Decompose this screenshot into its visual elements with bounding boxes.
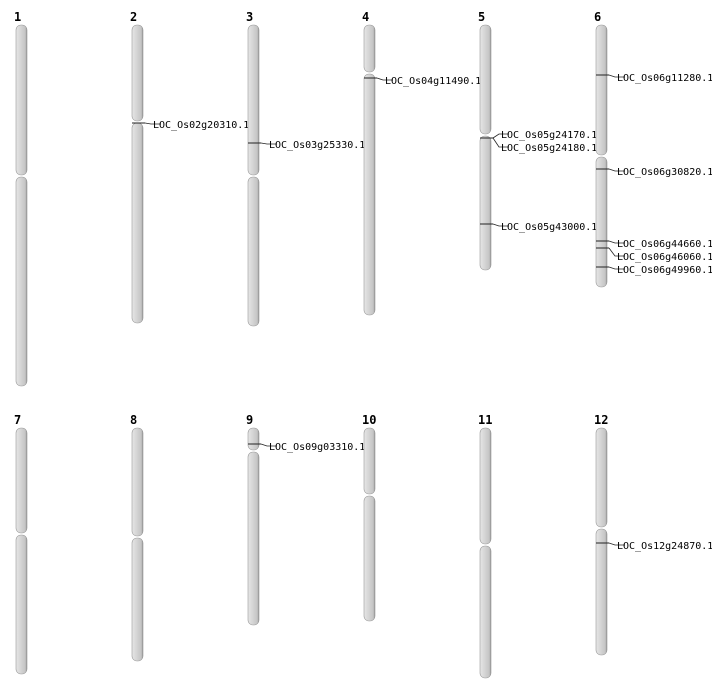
- chromosome-number: 7: [14, 413, 21, 427]
- chromosome-arm-long: [15, 176, 28, 387]
- gene-label: LOC_Os06g30820.1: [617, 167, 712, 178]
- chromosome-arm-short: [363, 427, 376, 495]
- gene-label: LOC_Os12g24870.1: [617, 541, 712, 552]
- chromosome-arm-short: [247, 427, 260, 451]
- chromosome-6: 6LOC_Os06g11280.1LOC_Os06g30820.1LOC_Os0…: [594, 10, 712, 288]
- chromosome-arm-long: [247, 176, 260, 327]
- gene-connector: [608, 542, 625, 546]
- chromosome-number: 3: [246, 10, 253, 24]
- gene-connector: [608, 247, 625, 257]
- chromosome-number: 8: [130, 413, 137, 427]
- chromosome-arm-short: [479, 427, 492, 545]
- chromosome-arm-long: [15, 534, 28, 675]
- chromosome-arm-short: [131, 24, 144, 122]
- gene-connector: [492, 137, 509, 148]
- chromosome-arm-long: [479, 135, 492, 271]
- chromosome-arm-long: [363, 73, 376, 316]
- gene-connector: [492, 133, 509, 139]
- chromosome-5: 5LOC_Os05g24170.1LOC_Os05g24180.1LOC_Os0…: [478, 10, 597, 271]
- chromosome-7: 7: [14, 413, 28, 675]
- chromosome-11: 11: [478, 413, 492, 679]
- chromosome-arm-short: [363, 24, 376, 73]
- gene-connector: [608, 240, 625, 244]
- gene-connector: [492, 223, 509, 227]
- chromosome-number: 12: [594, 413, 608, 427]
- chromosome-8: 8: [130, 413, 144, 662]
- gene-connector: [608, 168, 625, 172]
- chromosome-arm-short: [131, 427, 144, 537]
- gene-connector: [608, 266, 625, 270]
- chromosome-arm-short: [15, 24, 28, 176]
- chromosome-arm-short: [247, 24, 260, 176]
- gene-label: LOC_Os02g20310.1: [153, 120, 249, 131]
- chromosome-arm-short: [479, 24, 492, 135]
- chromosome-10: 10: [362, 413, 376, 622]
- chromosome-arm-long: [363, 495, 376, 622]
- gene-label: LOC_Os06g44660.1: [617, 239, 712, 250]
- gene-connector: [608, 74, 625, 78]
- gene-label: LOC_Os04g11490.1: [385, 76, 481, 87]
- chromosome-1: 1: [14, 10, 28, 387]
- gene-label: LOC_Os05g24170.1: [501, 130, 597, 141]
- gene-connector: [376, 77, 393, 81]
- gene-label: LOC_Os03g25330.1: [269, 140, 365, 151]
- gene-label: LOC_Os06g46060.1: [617, 252, 712, 263]
- gene-label: LOC_Os06g11280.1: [617, 73, 712, 84]
- gene-connector: [260, 142, 277, 145]
- chromosome-number: 4: [362, 10, 369, 24]
- chromosome-number: 9: [246, 413, 253, 427]
- chromosome-arm-short: [15, 427, 28, 534]
- chromosome-number: 5: [478, 10, 485, 24]
- chromosome-arm-long: [595, 156, 608, 288]
- chromosome-number: 1: [14, 10, 21, 24]
- chromosome-number: 6: [594, 10, 601, 24]
- chromosome-number: 2: [130, 10, 137, 24]
- chromosome-arm-short: [595, 427, 608, 528]
- gene-label: LOC_Os09g03310.1: [269, 442, 365, 453]
- chromosome-arm-long: [131, 537, 144, 662]
- gene-label: LOC_Os06g49960.1: [617, 265, 712, 276]
- chromosome-arm-short: [595, 24, 608, 156]
- gene-connector: [144, 122, 161, 125]
- gene-label: LOC_Os05g43000.1: [501, 222, 597, 233]
- chromosome-arm-long: [479, 545, 492, 679]
- chromosome-number: 10: [362, 413, 376, 427]
- chromosome-arm-long: [247, 451, 260, 626]
- chromosome-arm-long: [131, 122, 144, 324]
- gene-connector: [260, 443, 277, 447]
- gene-label: LOC_Os05g24180.1: [501, 143, 597, 154]
- chromosome-number: 11: [478, 413, 492, 427]
- chromosome-arm-long: [595, 528, 608, 656]
